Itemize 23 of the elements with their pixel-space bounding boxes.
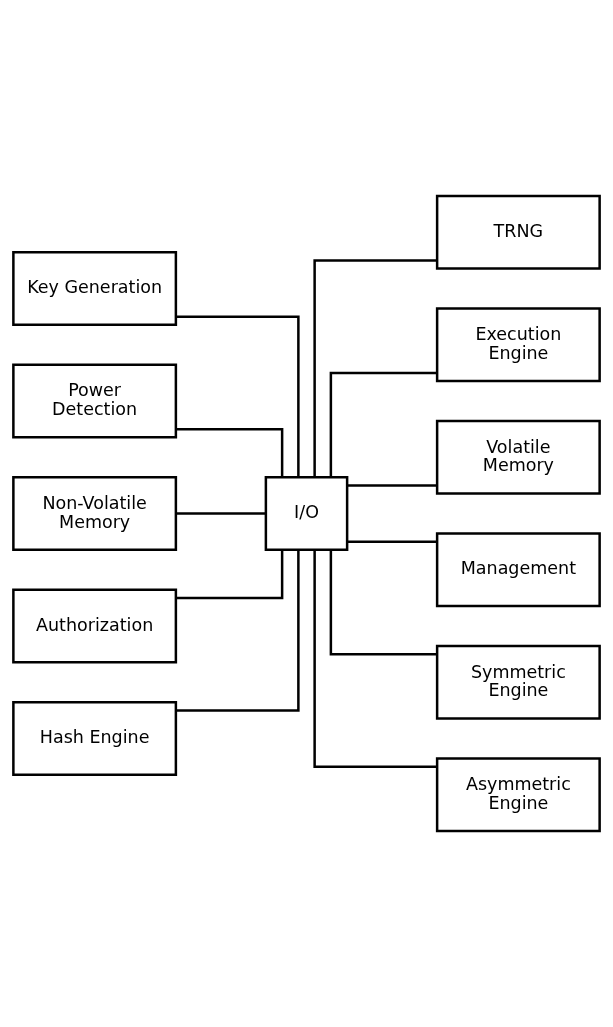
node-box: Non-Volatile Memory (12, 476, 178, 551)
connector (347, 484, 437, 487)
connector (176, 315, 300, 477)
connector (176, 427, 284, 478)
node-box: Symmetric Engine (435, 644, 601, 720)
connector (176, 549, 284, 600)
node-box: I/O (264, 476, 349, 551)
node-box: Authorization (12, 588, 178, 664)
connector (175, 512, 266, 515)
connector (313, 549, 437, 768)
node-box: Key Generation (12, 251, 178, 326)
connector (329, 550, 437, 656)
node-box: Power Detection (12, 363, 178, 439)
connector (176, 550, 300, 712)
node-box: Execution Engine (435, 307, 601, 383)
node-box: Asymmetric Engine (435, 757, 601, 833)
node-box: Hash Engine (12, 701, 178, 776)
node-box: Volatile Memory (435, 419, 601, 495)
node-box: TRNG (435, 194, 601, 270)
connector (347, 540, 437, 543)
node-box: Management (435, 532, 601, 608)
connector (329, 371, 437, 477)
connector (313, 259, 437, 478)
